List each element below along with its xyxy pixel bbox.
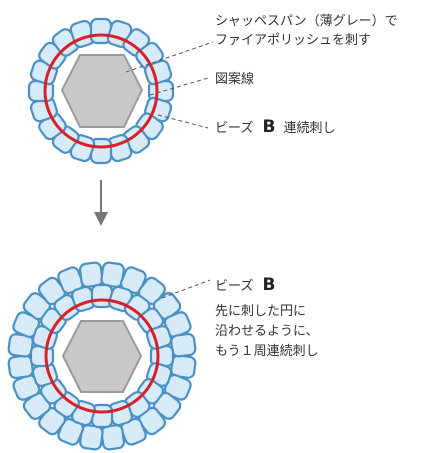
top-label-shape-line1: シャッペスパン（薄グレー）で <box>215 14 398 29</box>
bottom-center-hexagon <box>61 320 143 393</box>
top-leader-pattern <box>149 77 209 96</box>
top-leader-shape <box>125 41 214 73</box>
bottom-label-line2: 沿わせるように、 <box>215 324 319 339</box>
bottom-figure <box>7 261 197 451</box>
bottom-label-beads-b: B <box>262 275 275 295</box>
top-pattern-circle <box>43 33 159 149</box>
bottom-inner-bead-ring <box>29 283 175 429</box>
bottom-outer-bead <box>100 424 126 451</box>
bottom-outer-bead <box>7 354 34 380</box>
top-leader-beads <box>157 114 209 129</box>
top-center-hexagon <box>60 54 144 128</box>
down-arrow <box>94 180 108 226</box>
bottom-outer-bead <box>170 332 197 358</box>
bottom-pattern-circle <box>44 298 160 414</box>
bottom-label-beads-prefix: ビーズ <box>215 278 253 294</box>
top-label-beads-prefix: ビーズ <box>215 120 253 136</box>
top-label-beads: ビーズ B 連続刺し <box>215 117 336 137</box>
bottom-label-line3: もう１周連続刺し <box>215 344 319 359</box>
top-label-shape-line2: ファイアポリッシュを刺す <box>215 33 371 48</box>
top-bead-ring <box>27 17 175 165</box>
top-label-beads-suffix: 連続刺し <box>284 121 336 136</box>
bottom-leader-beads <box>161 279 211 299</box>
bottom-outer-bead <box>78 261 104 288</box>
bottom-label-line1: 先に刺した円に <box>215 304 306 319</box>
bottom-label-beads: ビーズ B <box>215 275 275 295</box>
top-label-pattern: 図案線 <box>215 71 254 87</box>
top-label-beads-b: B <box>262 117 275 137</box>
top-figure <box>27 17 175 165</box>
bottom-outer-bead-ring <box>7 261 197 451</box>
